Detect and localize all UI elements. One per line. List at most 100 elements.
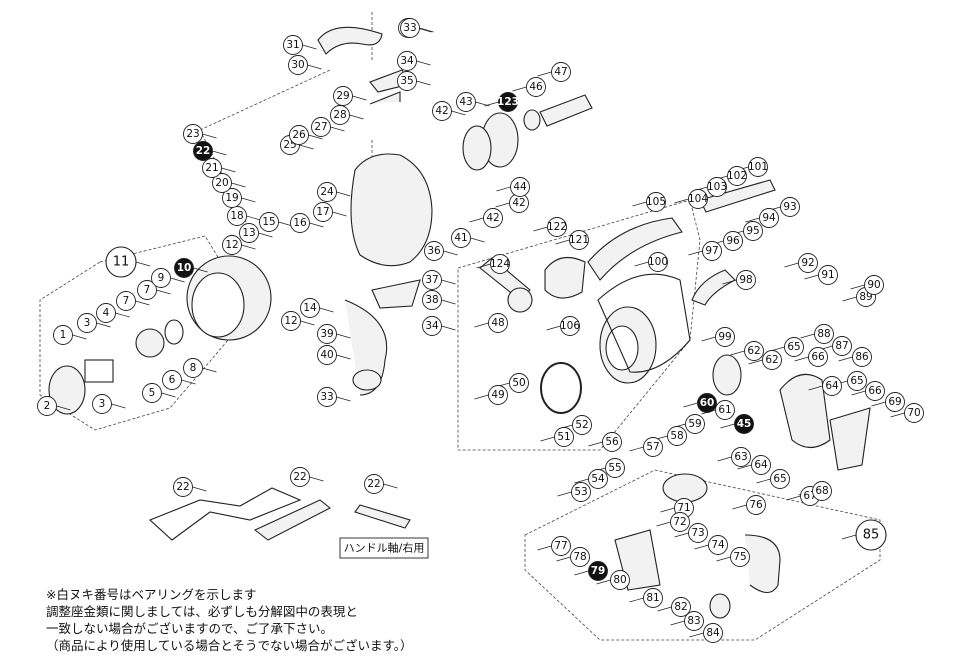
leader: [730, 350, 745, 356]
leader: [701, 336, 716, 342]
callout-34: 34: [422, 316, 442, 336]
callout-text: 42: [435, 105, 448, 117]
leader: [161, 392, 176, 398]
callout-63: 63: [731, 447, 751, 467]
note-line-4: （商品により使用している場合とそうでない場合がございます。）: [46, 638, 413, 653]
leader: [838, 356, 853, 362]
leader: [278, 221, 293, 227]
callout-93: 93: [780, 197, 800, 217]
callout-122: 122: [547, 217, 567, 237]
callout-text: 52: [575, 419, 588, 431]
callout-30: 30: [288, 55, 308, 75]
leader: [674, 198, 689, 204]
leader: [557, 491, 572, 497]
leader: [309, 476, 324, 482]
callout-103: 103: [707, 177, 727, 197]
callout-text: 7: [144, 284, 151, 296]
leader: [871, 401, 886, 407]
leader: [496, 186, 511, 192]
note-line-3: 一致しない場合がございますので、ご了承下さい。: [46, 621, 334, 636]
callout-10: 10: [174, 258, 194, 278]
leader: [588, 441, 603, 447]
leader: [349, 114, 364, 120]
callout-6: 6: [162, 370, 182, 390]
part-drawings: [48, 26, 871, 619]
leader: [336, 396, 351, 402]
callout-46: 46: [526, 77, 546, 97]
callout-text: 45: [737, 418, 752, 430]
callout-text: 5: [149, 387, 156, 399]
callout-text: 86: [855, 351, 869, 363]
part-shape: [605, 325, 639, 371]
leader: [720, 423, 735, 429]
callout-text: 24: [320, 186, 334, 198]
leader: [336, 191, 351, 197]
callout-text: 12: [225, 239, 238, 251]
leader: [96, 322, 111, 328]
callout-13: 13: [239, 223, 259, 243]
part-shape: [712, 354, 742, 396]
callout-text: 70: [907, 407, 920, 419]
callout-35: 35: [397, 71, 417, 91]
part-shape: [587, 217, 683, 281]
leader: [470, 237, 485, 243]
leader: [135, 300, 150, 306]
callout-36: 36: [424, 241, 444, 261]
callout-106: 106: [560, 316, 580, 336]
leader: [336, 333, 351, 339]
callout-text: 48: [491, 317, 504, 329]
leader: [748, 359, 763, 365]
callout-121: 121: [569, 230, 589, 250]
leader: [221, 167, 236, 173]
callout-55: 55: [605, 458, 625, 478]
handle-shaft-caption-text: ハンドル軸/右用: [344, 541, 425, 555]
leader: [804, 274, 819, 280]
callout-text: 81: [646, 592, 659, 604]
note-line-1: ※白ヌキ番号はベアリングを示します: [46, 587, 257, 602]
callout-text: 22: [196, 145, 211, 157]
callout-text: 122: [547, 221, 567, 233]
callout-33: 33: [400, 18, 420, 38]
callout-8: 8: [183, 358, 203, 378]
leader: [694, 544, 709, 550]
callout-23: 23: [183, 124, 203, 144]
callout-text: 65: [773, 473, 786, 485]
leader: [689, 632, 704, 638]
callout-text: 105: [646, 196, 666, 208]
leader: [786, 495, 801, 501]
leader: [512, 86, 527, 92]
leader: [192, 486, 207, 492]
callout-17: 17: [313, 202, 333, 222]
callout-85: 85: [855, 519, 887, 551]
callout-62: 62: [744, 341, 764, 361]
callout-100: 100: [648, 252, 668, 272]
callout-text: 97: [705, 245, 718, 257]
leader: [241, 197, 256, 203]
leader: [732, 504, 747, 510]
leader: [851, 390, 866, 396]
leader: [745, 217, 760, 223]
leader: [540, 436, 555, 442]
callout-95: 95: [743, 221, 763, 241]
callout-105: 105: [646, 192, 666, 212]
callout-text: 71: [677, 502, 690, 514]
callout-text: 84: [706, 627, 720, 639]
callout-text: 65: [787, 341, 800, 353]
callout-text: 82: [674, 601, 687, 613]
diagram-notes: ※白ヌキ番号はベアリングを示します 調整座金類に関しましては、必ずしも分解図中の…: [46, 586, 466, 654]
callout-text: 94: [762, 212, 776, 224]
callout-41: 41: [451, 228, 471, 248]
leader: [808, 385, 823, 391]
callout-text: 23: [186, 128, 199, 140]
leader: [56, 405, 71, 411]
callout-92: 92: [798, 253, 818, 273]
leader: [319, 307, 334, 313]
callout-86: 86: [852, 347, 872, 367]
callout-97: 97: [702, 241, 722, 261]
callout-39: 39: [317, 324, 337, 344]
callout-7: 7: [116, 291, 136, 311]
callout-96: 96: [723, 231, 743, 251]
callout-text: 11: [113, 255, 130, 270]
handle-shaft-caption: ハンドル軸/右用: [339, 537, 429, 559]
